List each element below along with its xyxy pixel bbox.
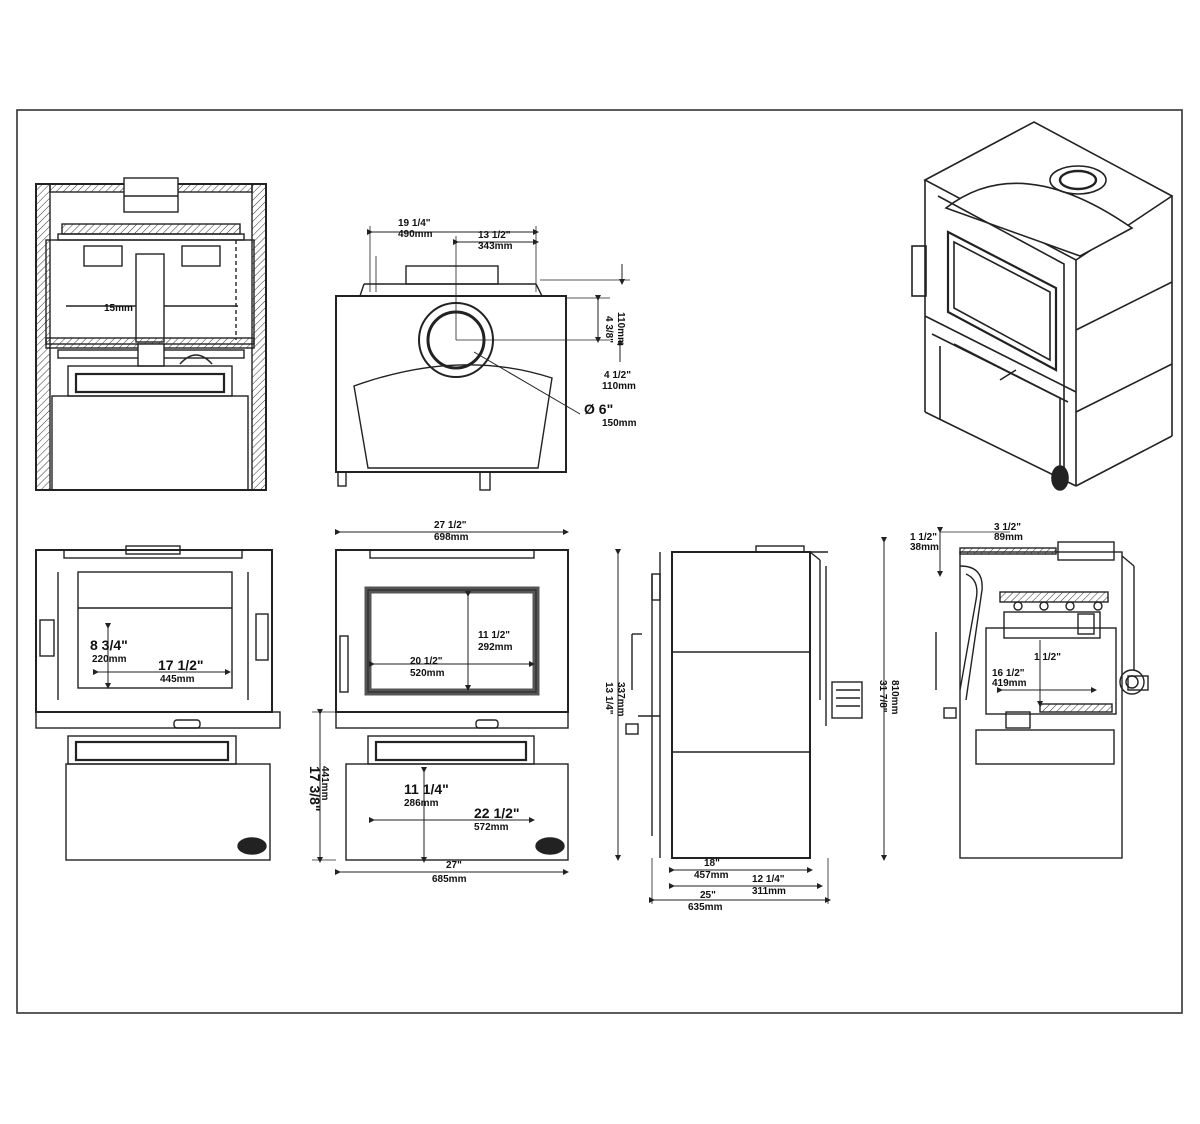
side-total-h-mm: 810mm [889, 680, 900, 715]
side-view [615, 537, 887, 904]
front-glass-w-in: 20 1/2" [410, 656, 443, 667]
front-bottom-w-mm: 685mm [432, 874, 467, 885]
front-left-h-mm: 441mm [319, 766, 330, 801]
front-bottom-w-in: 27" [446, 860, 462, 871]
rear-width-in: 17 1/2" [158, 657, 204, 673]
section-mark-in: 1 1/2" [910, 532, 937, 543]
side-offset-mm: 311mm [752, 886, 786, 897]
top-flue-mm: 150mm [602, 418, 637, 429]
side-depth-mm: 635mm [688, 902, 723, 913]
side-base-mm: 457mm [694, 870, 729, 881]
rear-height-in: 8 3/4" [90, 637, 128, 653]
top-left-section-view [35, 177, 267, 491]
front-glass-w-mm: 520mm [410, 668, 445, 679]
top-center-mm: 343mm [478, 241, 513, 252]
section-top-mm: 89mm [994, 532, 1023, 543]
front-pedestal-h-in: 11 1/4" [404, 781, 449, 797]
side-offset-in: 12 1/4" [752, 874, 785, 885]
side-height-mm: 337mm [615, 682, 626, 717]
front-glass-h-mm: 292mm [478, 642, 513, 653]
side-depth-in: 25" [700, 890, 716, 901]
top-setback-in: 4 1/2" [604, 370, 631, 381]
side-section-view [935, 527, 1149, 859]
isometric-view [911, 121, 1174, 491]
rear-width-mm: 445mm [160, 674, 195, 685]
side-total-h-in: 31 7/8" [877, 680, 888, 713]
front-left-h-in: 17 3/8" [307, 766, 323, 812]
side-base-in: 18" [704, 858, 720, 869]
top-center-in: 13 1/2" [478, 230, 511, 241]
front-top-width-mm: 698mm [434, 532, 469, 543]
sheet-border [16, 109, 1183, 1014]
section-inner-mm: 419mm [992, 678, 1027, 689]
top-flue-in: Ø 6" [584, 401, 613, 417]
top-side-mm: 110mm [615, 312, 626, 346]
front-pedestal-w-mm: 572mm [474, 822, 509, 833]
section-inner-in: 16 1/2" [992, 668, 1025, 679]
section-rise-in: 1 1/2" [1034, 652, 1061, 663]
top-width-mm: 490mm [398, 229, 433, 240]
front-top-width-in: 27 1/2" [434, 520, 467, 531]
top-setback-mm: 110mm [602, 381, 636, 392]
rear-height-mm: 220mm [92, 654, 127, 665]
front-glass-h-in: 11 1/2" [478, 630, 510, 641]
section-mark-mm: 38mm [910, 542, 939, 553]
top-side-in: 4 3/8" [603, 316, 614, 343]
front-view [312, 529, 569, 875]
top-left-depth-label: 15mm [104, 303, 133, 314]
rear-view [35, 545, 281, 861]
section-top-in: 3 1/2" [994, 522, 1021, 533]
side-height-in: 13 1/4" [603, 682, 614, 715]
front-pedestal-w-in: 22 1/2" [474, 805, 520, 821]
top-flue-view [335, 226, 630, 491]
front-pedestal-h-mm: 286mm [404, 798, 439, 809]
top-width-in: 19 1/4" [398, 218, 431, 229]
